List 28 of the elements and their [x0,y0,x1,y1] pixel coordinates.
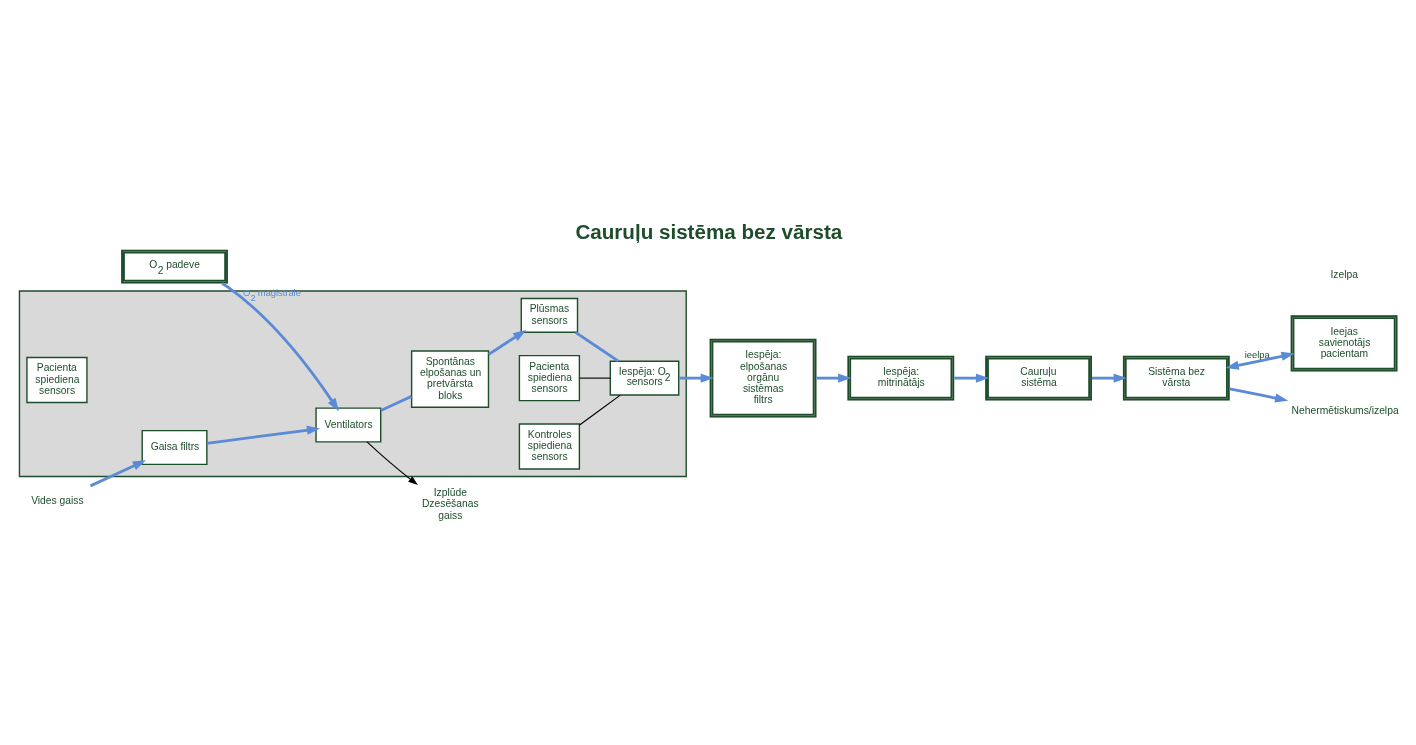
connector [380,395,413,412]
arrow [487,329,527,356]
node-text: Izplūde Dzesēšanas gaiss [421,487,479,521]
node-box: Spontānas elpošanas un pretvārsta bloks [410,350,490,408]
arrow [816,373,852,383]
arrow [206,425,321,445]
arrow [1229,387,1289,403]
arrow [1225,351,1295,370]
node-box: Ventilators [315,407,382,443]
arrow [366,441,418,485]
edge-label: ieelpa [1244,349,1270,360]
connector [574,331,620,363]
diagram-title: Cauruļu sistēma bez vārsta [575,220,843,244]
node-box: Kontroles spiediena sensors [518,423,581,470]
arrow [954,373,990,383]
arrow [221,282,339,412]
node-text: Nehermētiskums/izelpa [1291,405,1399,417]
node-text: Vides gaiss [31,494,84,506]
arrow [89,460,146,488]
connector [579,377,611,379]
arrow [1092,373,1127,383]
arrow [678,373,714,383]
node-box: Pacienta spiediena sensors [518,354,581,402]
node-box: Gaisa filtrs [141,429,208,466]
label: Izelpa [1330,268,1358,280]
node-box: Pacienta spiediena sensors [26,356,88,404]
connector [579,394,621,426]
node-box: Plūsmas sensors [520,297,579,333]
